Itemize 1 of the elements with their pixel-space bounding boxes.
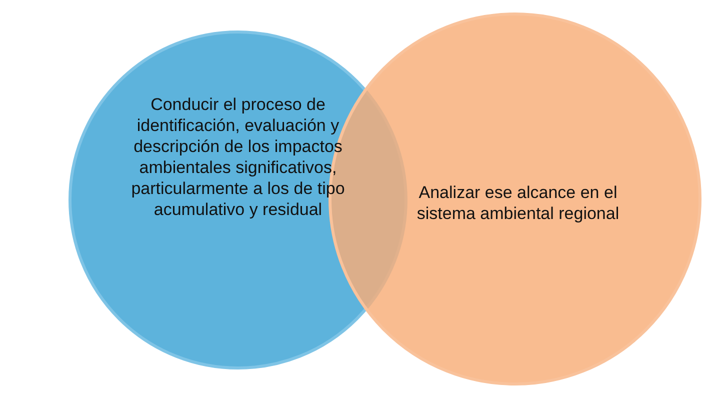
circle-text: Analizar ese alcance en el sistema ambiental regional [416, 182, 620, 224]
